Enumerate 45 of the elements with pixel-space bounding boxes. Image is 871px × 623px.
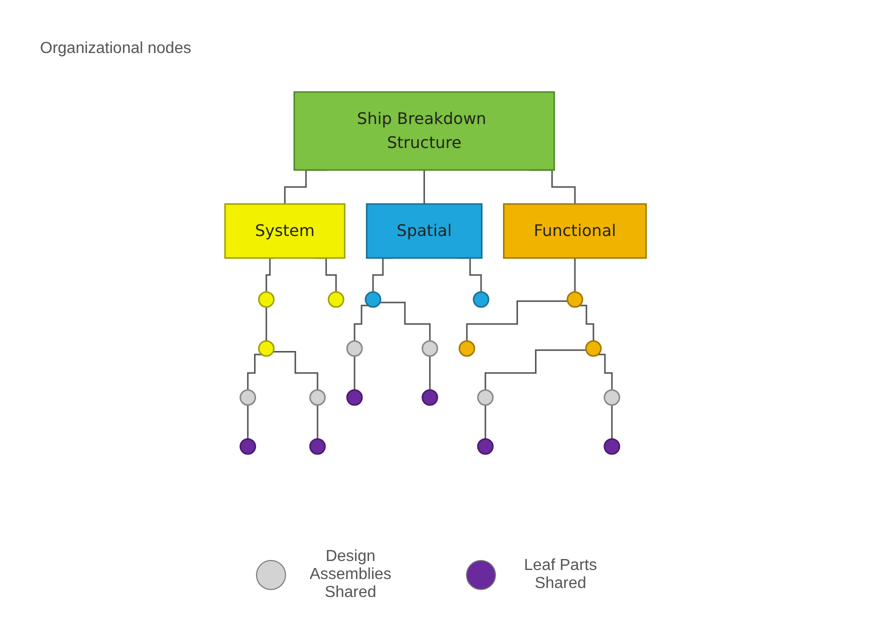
connector [354,304,368,342]
node-box: Ship Breakdown Structure [293,91,555,171]
note-text: Organizational nodes [40,40,192,58]
node-box: Functional [502,203,647,259]
connector [273,351,318,391]
connector [247,404,249,440]
node-box: System [224,203,346,259]
connector [247,354,262,391]
connector [484,404,486,440]
node-circle [309,389,326,406]
connector [579,304,594,342]
node-circle [477,438,494,455]
node-circle [240,438,256,455]
connector [316,404,318,440]
connector [466,300,568,342]
node-circle [566,291,584,308]
node-box: Spatial [366,203,482,259]
node-circle [477,389,494,406]
node-circle [364,291,382,308]
node-circle [422,389,438,406]
node-circle [240,389,256,406]
node-circle [604,389,620,406]
node-circle [346,340,363,357]
connector [266,257,274,293]
connector [423,169,425,205]
node-circle [458,340,476,357]
connector [484,349,586,391]
connector [611,404,613,440]
node-circle [309,438,326,455]
connector [354,355,356,391]
connector [380,302,431,342]
connector [574,257,576,293]
node-circle [422,340,438,357]
connector [266,306,268,342]
legend-label: Design Assemblies Shared [308,548,392,602]
legend-label: Leaf Parts Shared [523,557,598,593]
node-circle [472,291,490,308]
connector [598,354,613,391]
node-circle [585,340,602,357]
node-circle [258,291,275,308]
node-circle [328,291,344,308]
connector [429,355,431,391]
node-circle [604,438,620,455]
node-circle [346,389,363,406]
node-circle [258,340,275,357]
